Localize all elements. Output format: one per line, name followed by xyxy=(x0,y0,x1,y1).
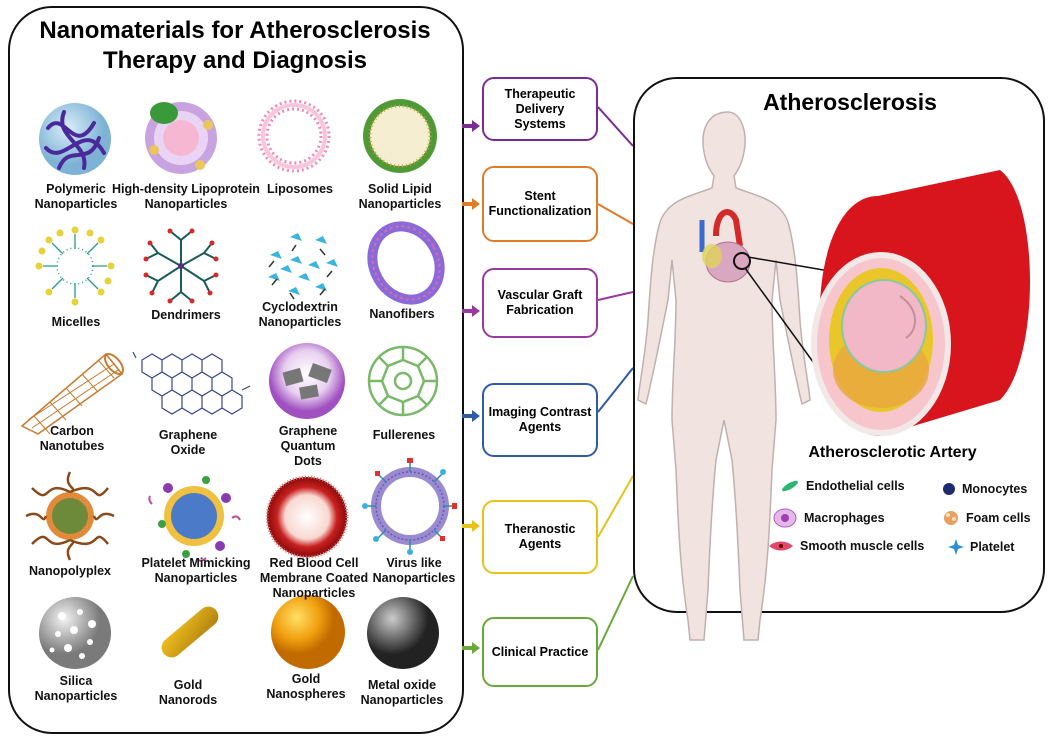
macrophage-icon xyxy=(773,508,797,528)
nanofiber-icon xyxy=(367,221,445,305)
hdl-nanoparticle-icon xyxy=(145,102,217,174)
connector-therapeutic xyxy=(597,106,634,147)
connector-vascular xyxy=(597,291,634,301)
graphene-oxide-icon xyxy=(132,351,251,415)
cyclodextrin-nanoparticle-icon xyxy=(268,233,338,300)
legend-foam-cells: Foam cells xyxy=(942,509,1031,527)
legend-platelet: Platelet xyxy=(948,539,1014,555)
gold-nanorod-icon xyxy=(161,606,219,658)
nanomaterials-title: Nanomaterials for Atherosclerosis Therap… xyxy=(12,16,458,76)
legend-smooth-muscle: Smooth muscle cells xyxy=(768,539,924,553)
legend-monocytes: Monocytes xyxy=(942,482,1027,496)
rbc-membrane-nanoparticle-icon xyxy=(265,475,349,559)
atherosclerosis-panel xyxy=(633,77,1045,613)
platelet-mimicking-nanoparticle-icon xyxy=(148,476,241,562)
arrow-icon xyxy=(462,120,480,132)
arrow-icon xyxy=(462,520,480,532)
dendrimer-icon xyxy=(143,228,219,304)
nanomaterial-label: Liposomes xyxy=(267,182,333,196)
smooth-muscle-cell-icon xyxy=(769,541,793,551)
nanomaterial-label: Dendrimers xyxy=(151,308,221,322)
arrow-icon xyxy=(462,410,480,422)
polymeric-nanoparticle-icon xyxy=(39,103,111,175)
monocyte-icon xyxy=(943,483,955,495)
atherosclerosis-title: Atherosclerosis xyxy=(763,89,937,115)
title-line: Therapy and Diagnosis xyxy=(102,47,368,74)
platelet-icon xyxy=(948,539,964,555)
legend-endothelial: Endothelial cells xyxy=(780,479,905,493)
nanomaterial-label: Micelles xyxy=(51,315,101,329)
arrow-icon xyxy=(462,642,480,654)
nanomaterial-label: Fullerenes xyxy=(372,428,436,442)
legend-macrophages: Macrophages xyxy=(772,507,885,529)
metal-oxide-nanoparticle-icon xyxy=(367,597,439,669)
graphene-quantum-dot-icon xyxy=(269,343,345,419)
solid-lipid-nanoparticle-icon xyxy=(363,99,437,173)
liposome-icon xyxy=(257,99,331,173)
fullerene-icon xyxy=(367,345,439,417)
carbon-nanotube-icon xyxy=(20,352,124,435)
endothelial-cell-icon xyxy=(782,480,798,492)
title-line: Nanomaterials for Atherosclerosis xyxy=(39,17,431,44)
micelle-icon xyxy=(35,226,115,306)
nanomaterial-label: Nanopolyplex xyxy=(29,564,111,578)
virus-like-nanoparticle-icon xyxy=(362,458,457,555)
connector-clinical xyxy=(597,575,634,651)
arrow-icon xyxy=(462,198,480,210)
nanopolyplex-icon xyxy=(25,471,115,561)
connector-theranostic xyxy=(597,475,634,538)
silica-nanoparticle-icon xyxy=(39,597,111,669)
connector-stent xyxy=(597,203,634,225)
arrow-icon xyxy=(462,305,480,317)
clinical-practice-box: Clinical Practice xyxy=(482,617,598,687)
artery-title: Atherosclerotic Artery xyxy=(808,444,977,461)
nanomaterial-label: Nanofibers xyxy=(369,307,435,321)
gold-nanosphere-icon xyxy=(271,595,345,669)
connector-imaging xyxy=(597,367,634,413)
foam-cell-icon xyxy=(944,511,958,525)
